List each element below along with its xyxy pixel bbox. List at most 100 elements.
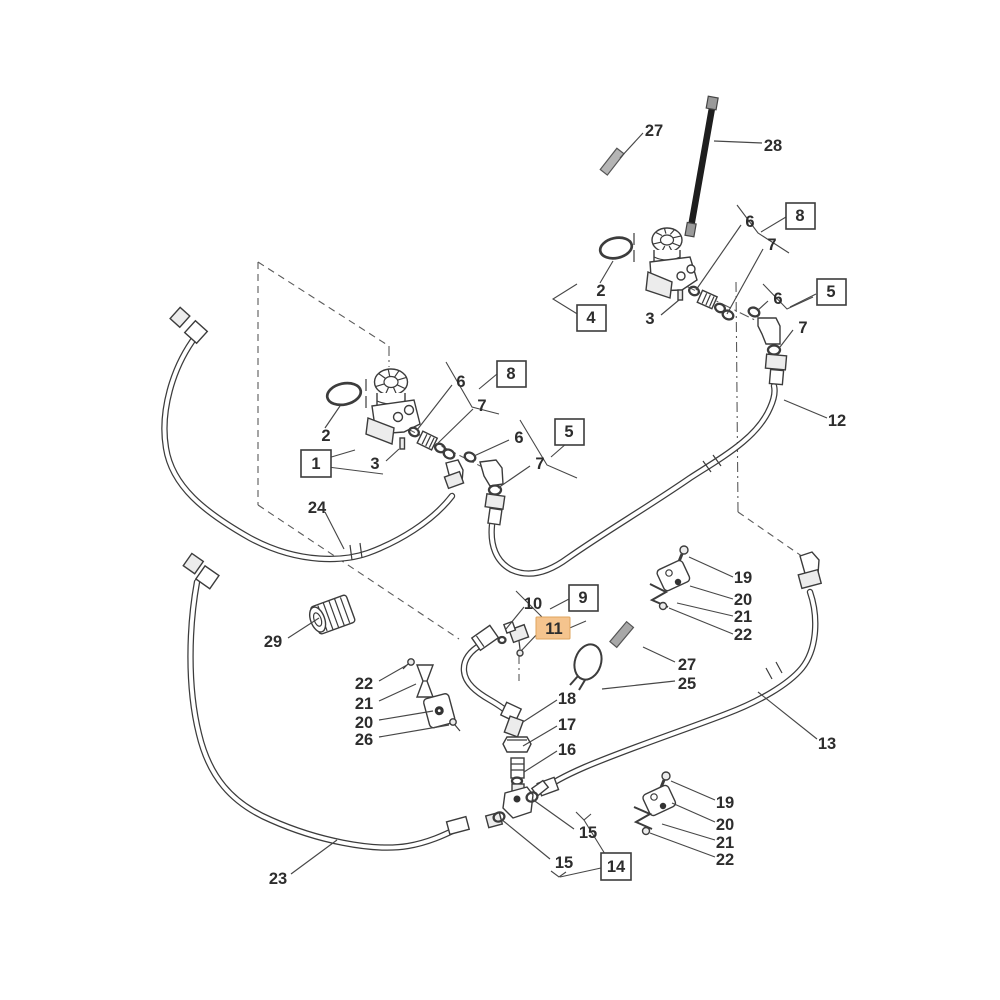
hose18-banjo-fitting (470, 624, 507, 652)
hose-24 (164, 306, 452, 560)
hose23-end-collar (194, 564, 220, 590)
callout-7-b[interactable]: 7 (798, 319, 807, 337)
pin-27-top (599, 147, 625, 176)
rod-28 (684, 95, 719, 238)
callout-3-left[interactable]: 3 (370, 455, 379, 473)
hose18-end-collar (499, 701, 523, 723)
highlighted-callout-11[interactable]: 11 (535, 616, 571, 640)
screw-11 (516, 649, 524, 657)
callout-16[interactable]: 16 (558, 741, 576, 759)
screw-22-left (402, 658, 415, 670)
callout-22-upper[interactable]: 22 (734, 626, 752, 644)
callout-20-upper[interactable]: 20 (734, 591, 752, 609)
callout-2-left[interactable]: 2 (321, 427, 330, 445)
callout-7-d[interactable]: 7 (535, 455, 544, 473)
clamp-assembly-lower (633, 771, 677, 836)
clamp-20-upper (656, 559, 691, 592)
ref-box-4[interactable]: 4 (576, 304, 607, 332)
rod28-top-fitting (705, 95, 719, 111)
ref-box-14-label: 14 (607, 858, 626, 876)
callout-29[interactable]: 29 (264, 633, 282, 651)
elbow-5-right (757, 317, 788, 386)
o-ring-6-right2 (747, 306, 761, 318)
ref-box-5-left[interactable]: 5 (554, 418, 585, 446)
hose24-end-collar (183, 319, 209, 345)
pin-27-middle (609, 620, 635, 649)
o-ring-7-right2 (766, 344, 782, 356)
callout-23[interactable]: 23 (269, 870, 287, 888)
knob-29 (308, 594, 356, 635)
ref-box-9-label: 9 (578, 589, 587, 607)
o-ring-15-right (525, 791, 539, 803)
spring-clip-21-lower (633, 806, 653, 830)
callout-22-left[interactable]: 22 (355, 675, 373, 693)
callout-7-c[interactable]: 7 (477, 397, 486, 415)
callout-2-right[interactable]: 2 (596, 282, 605, 300)
nut-22-upper (658, 601, 668, 611)
clamp-20-lower (642, 784, 677, 817)
callout-11-highlight (535, 616, 571, 640)
hose24-end-nut (169, 306, 191, 329)
callout-6-d[interactable]: 6 (514, 429, 523, 447)
screw-26 (449, 718, 461, 732)
callout-24[interactable]: 24 (308, 499, 327, 517)
ref-box-5-right-label: 5 (826, 283, 835, 301)
ref-box-8-left[interactable]: 8 (496, 360, 527, 388)
callout-7-a[interactable]: 7 (767, 236, 776, 254)
loop-clamp-25 (569, 643, 603, 691)
callout-22-lower[interactable]: 22 (716, 851, 734, 869)
ref-box-14[interactable]: 14 (600, 852, 632, 881)
ref-box-8-right[interactable]: 8 (785, 202, 816, 230)
ref-box-1-label: 1 (311, 455, 320, 473)
callout-21-upper[interactable]: 21 (734, 608, 752, 626)
bolt-19-lower (661, 771, 671, 781)
master-cylinder-1 (365, 368, 421, 450)
callout-3-right[interactable]: 3 (645, 310, 654, 328)
callout-26[interactable]: 26 (355, 731, 373, 749)
clamp-block-20-left (422, 693, 456, 729)
bleeder-valve-11 (502, 620, 530, 657)
callout-6-a[interactable]: 6 (745, 213, 754, 231)
callout-20-lower[interactable]: 20 (716, 816, 734, 834)
callout-6-c[interactable]: 6 (456, 373, 465, 391)
callout-27-middle[interactable]: 27 (678, 656, 696, 674)
bolt-19-upper (679, 545, 689, 555)
callout-17[interactable]: 17 (558, 716, 576, 734)
callout-27-top[interactable]: 27 (645, 122, 663, 140)
nut-17 (502, 736, 532, 753)
o-ring-2-left (325, 381, 363, 407)
callout-21-left[interactable]: 21 (355, 695, 373, 713)
fitting-chain-left (408, 426, 477, 463)
callouts: 27 28 6 7 2 3 6 7 12 6 7 2 3 6 7 24 10 2… (264, 122, 846, 888)
master-cylinder-4 (645, 227, 698, 301)
callout-15-a[interactable]: 15 (579, 824, 597, 842)
hose23-end-nut (182, 552, 205, 575)
callout-28[interactable]: 28 (764, 137, 782, 155)
callout-19-lower[interactable]: 19 (716, 794, 734, 812)
callout-21-lower[interactable]: 21 (716, 834, 734, 852)
ref-box-1[interactable]: 1 (300, 449, 332, 478)
callout-6-b[interactable]: 6 (773, 290, 782, 308)
rod28-bottom-fitting (684, 221, 697, 238)
hose-18 (464, 644, 525, 738)
callout-20-left[interactable]: 20 (355, 714, 373, 732)
ref-box-5-left-label: 5 (564, 423, 573, 441)
callout-19-upper[interactable]: 19 (734, 569, 752, 587)
callout-25[interactable]: 25 (678, 675, 696, 693)
nut-22-lower (641, 826, 651, 836)
leader-lines (287, 132, 828, 875)
boxed-callouts: 1 4 5 5 8 8 9 14 (300, 202, 847, 881)
ref-box-8-right-label: 8 (795, 207, 804, 225)
callout-15-b[interactable]: 15 (555, 854, 573, 872)
o-ring-15-left (492, 811, 506, 823)
callout-12[interactable]: 12 (828, 412, 846, 430)
ref-box-5-right[interactable]: 5 (816, 278, 847, 306)
ref-box-9[interactable]: 9 (568, 584, 599, 612)
elbow-hose13 (797, 551, 823, 590)
callout-10[interactable]: 10 (524, 595, 542, 613)
callout-18[interactable]: 18 (558, 690, 576, 708)
hose-23 (182, 552, 471, 847)
callout-13[interactable]: 13 (818, 735, 836, 753)
